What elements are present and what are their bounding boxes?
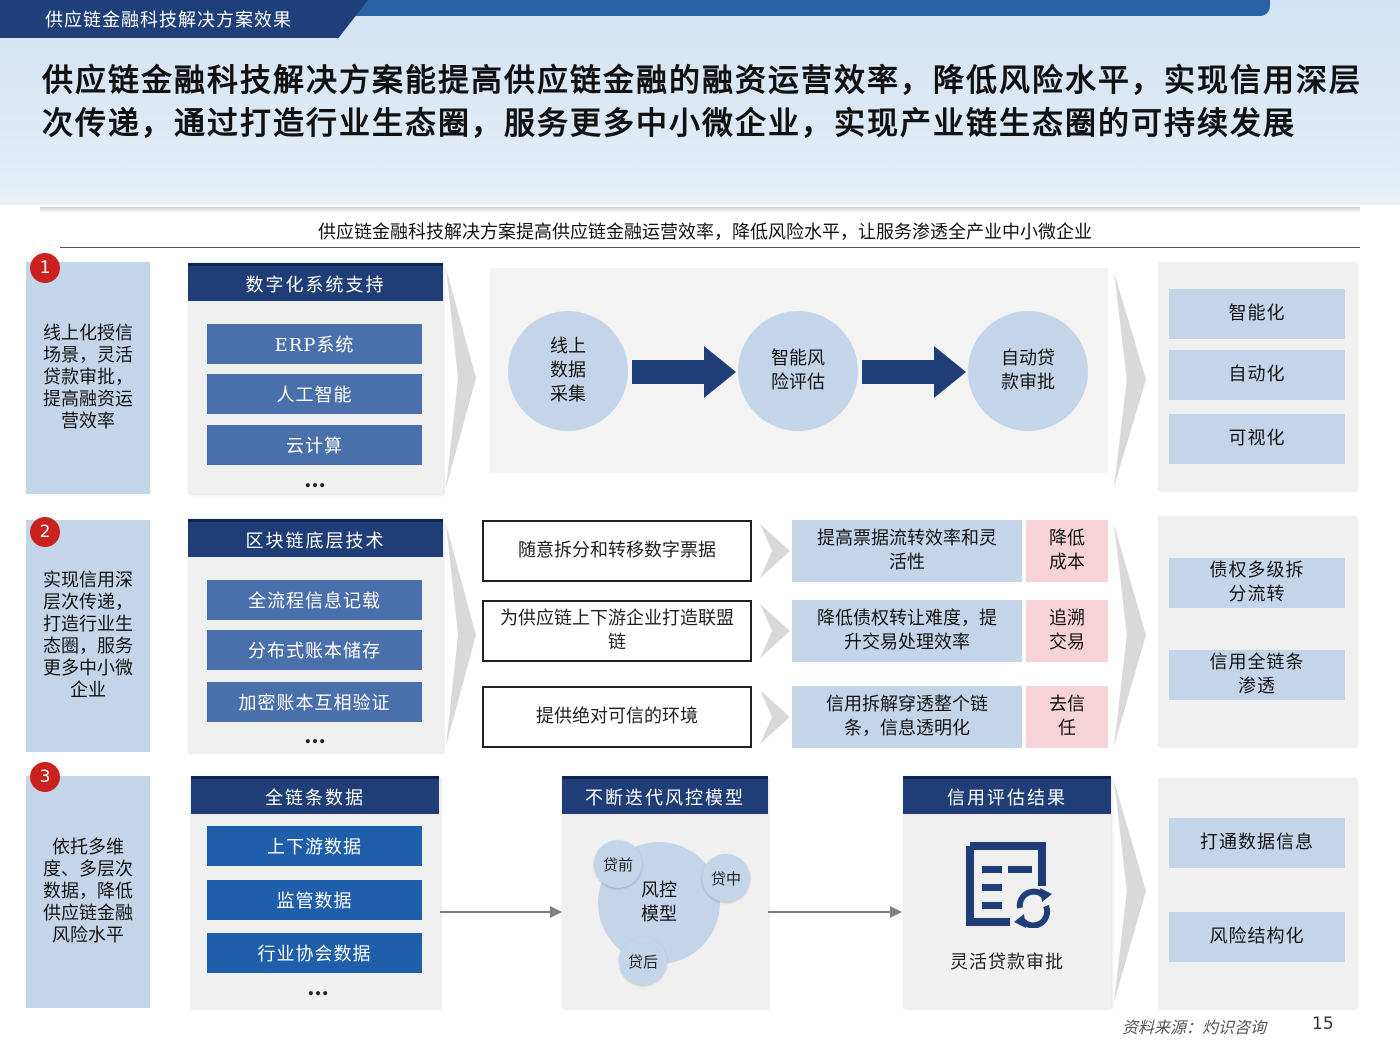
row3-left-box: 依托多维度、多层次数据，降低供应链金融风险水平 [26, 776, 150, 1008]
row3-credit-title: 信用评估结果 [903, 776, 1111, 814]
row2-effect-2: 降低债权转让难度，提升交易处理效率 [792, 600, 1022, 662]
row2-result-1-text: 债权多级拆分流转 [1209, 560, 1305, 605]
row1-tech-title: 数字化系统支持 [188, 263, 443, 301]
row1-flow-arrow-1 [632, 346, 736, 398]
row2-tag-1: 降低成本 [1026, 520, 1108, 582]
header-stripe [330, 0, 1270, 16]
row3-chevron [1114, 780, 1146, 1002]
row3-arrow-2 [768, 906, 902, 918]
row3-number-badge: 3 [30, 762, 60, 792]
source-note: 资料来源：灼识咨询 [1122, 1018, 1267, 1037]
row3-data-item-1: 上下游数据 [207, 826, 422, 866]
row2-feature-3: 提供绝对可信的环境 [482, 686, 752, 748]
row1-number-badge: 1 [30, 253, 60, 283]
row1-flow-step-1-label: 线上数据采集 [550, 336, 586, 405]
row3-credit-caption: 灵活贷款审批 [950, 952, 1064, 973]
row3-result-2: 风险结构化 [1169, 912, 1345, 962]
row3-result-panel [1158, 778, 1356, 1008]
row1-chevron-1 [446, 268, 476, 488]
diagram-subtitle: 供应链金融科技解决方案提高供应链金融运营效率，降低风险水平，让服务渗透全产业中小… [318, 222, 1092, 243]
row1-left-text: 线上化授信场景，灵活贷款审批，提高融资运营效率 [43, 323, 133, 432]
header-shadow [40, 207, 1360, 213]
row2-result-2: 信用全链条渗透 [1169, 650, 1345, 700]
row2-effect-3: 信用拆解穿透整个链条，信息透明化 [792, 686, 1022, 748]
row1-result-3: 可视化 [1169, 414, 1345, 464]
row2-tag-3-text: 去信任 [1049, 694, 1085, 739]
row3-ellipsis: … [307, 975, 329, 1001]
row2-result-panel [1158, 516, 1356, 746]
row2-left-text: 实现信用深层次传递，打造行业生态圈，服务更多中小微企业 [43, 570, 133, 701]
row3-data-item-3: 行业协会数据 [207, 933, 422, 973]
row1-chevron-2 [1114, 272, 1146, 487]
row2-feature-chevron-1 [760, 524, 790, 578]
row3-result-1: 打通数据信息 [1169, 818, 1345, 868]
row3-left-text: 依托多维度、多层次数据，降低供应链金融风险水平 [43, 837, 133, 946]
row3-stage-in-loan: 贷中 [702, 854, 750, 902]
row1-result-2: 自动化 [1169, 350, 1345, 400]
row2-tech-item-2: 分布式账本储存 [207, 630, 422, 670]
document-refresh-icon [966, 842, 1052, 928]
subtitle-divider [60, 247, 1360, 248]
row2-tag-2-text: 追溯交易 [1049, 608, 1085, 653]
row1-flow-arrow-2 [862, 346, 966, 398]
row3-data-title: 全链条数据 [191, 776, 439, 814]
row1-flow-step-1: 线上数据采集 [508, 311, 628, 431]
row1-flow-step-3: 自动贷款审批 [968, 311, 1088, 431]
row3-stage-pre-loan: 贷前 [594, 840, 642, 888]
row2-result-2-text: 信用全链条渗透 [1209, 652, 1305, 697]
row2-chevron-2 [1114, 524, 1146, 746]
row2-effect-1: 提高票据流转效率和灵活性 [792, 520, 1022, 582]
page-headline: 供应链金融科技解决方案能提高供应链金融的融资运营效率，降低风险水平，实现信用深层… [42, 63, 1362, 142]
row2-tech-item-3: 加密账本互相验证 [207, 682, 422, 722]
row2-number-badge: 2 [30, 517, 60, 547]
row2-effect-3-text: 信用拆解穿透整个链条，信息透明化 [826, 694, 988, 739]
row1-ellipsis: … [304, 467, 326, 493]
row1-tech-item-cloud: 云计算 [207, 425, 422, 465]
page-number: 15 [1312, 1014, 1334, 1034]
row3-arrow-1 [440, 906, 562, 918]
row2-left-box: 实现信用深层次传递，打造行业生态圈，服务更多中小微企业 [26, 520, 150, 752]
row2-tech-item-1: 全流程信息记载 [207, 580, 422, 620]
row1-result-1: 智能化 [1169, 289, 1345, 339]
row3-credit-panel [903, 776, 1111, 1008]
row2-chevron-1 [446, 524, 476, 746]
row3-model-center-label: 风控模型 [641, 880, 677, 925]
row2-ellipsis: … [304, 723, 326, 749]
row2-feature-1: 随意拆分和转移数字票据 [482, 520, 752, 582]
row1-flow-step-2-label: 智能风险评估 [771, 348, 825, 393]
row2-tag-1-text: 降低成本 [1049, 528, 1085, 573]
row2-tag-2: 追溯交易 [1026, 600, 1108, 662]
section-tag: 供应链金融科技解决方案效果 [0, 0, 368, 38]
row1-left-box: 线上化授信场景，灵活贷款审批，提高融资运营效率 [26, 262, 150, 494]
row2-effect-1-text: 提高票据流转效率和灵活性 [817, 528, 997, 573]
row1-flow-step-2: 智能风险评估 [738, 311, 858, 431]
row3-model-title: 不断迭代风控模型 [562, 776, 768, 814]
row3-data-item-2: 监管数据 [207, 880, 422, 920]
row1-tech-item-ai: 人工智能 [207, 374, 422, 414]
row2-tag-3: 去信任 [1026, 686, 1108, 748]
row2-feature-chevron-3 [760, 690, 790, 744]
row2-result-1: 债权多级拆分流转 [1169, 558, 1345, 608]
row2-feature-chevron-2 [760, 604, 790, 658]
row2-feature-2: 为供应链上下游企业打造联盟链 [482, 600, 752, 662]
row2-tech-title: 区块链底层技术 [188, 519, 443, 557]
row1-flow-step-3-label: 自动贷款审批 [1001, 348, 1055, 393]
row3-stage-post-loan: 贷后 [619, 937, 667, 985]
row2-effect-2-text: 降低债权转让难度，提升交易处理效率 [817, 608, 997, 653]
row1-tech-item-erp: ERP系统 [207, 324, 422, 364]
